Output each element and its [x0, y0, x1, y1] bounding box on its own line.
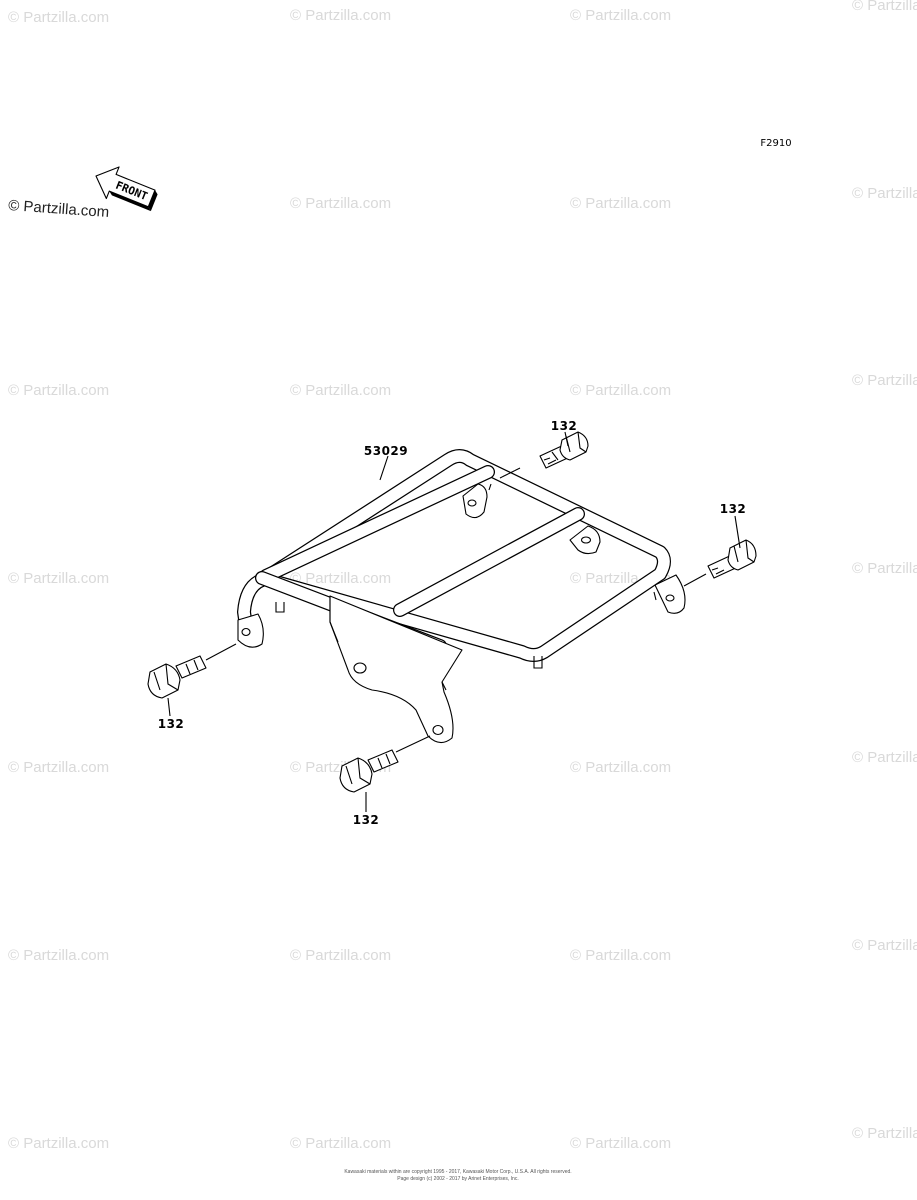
partzilla-logo-text: © Partzilla.com — [8, 197, 110, 221]
watermark: © Partzilla.com — [570, 195, 671, 212]
watermark: © Partzilla.com — [852, 1125, 917, 1142]
copyright-line-2: Page design (c) 2002 - 2017 by Arinet En… — [397, 1176, 518, 1182]
watermark: © Partzilla.com — [852, 560, 917, 577]
diagram-code: F2910 — [760, 138, 791, 149]
watermark: © Partzilla.com — [8, 382, 109, 399]
leader-lines — [167, 431, 741, 812]
watermark: © Partzilla.com — [8, 759, 109, 776]
watermark: © Partzilla.com — [852, 372, 917, 389]
watermark: © Partzilla.com — [570, 759, 671, 776]
watermark: © Partzilla.com — [290, 947, 391, 964]
watermark: © Partzilla.com — [290, 1135, 391, 1152]
watermark: © Partzilla.com — [290, 570, 391, 587]
part-label-53029: 53029 — [364, 444, 408, 458]
bolt-bottom — [339, 735, 431, 793]
watermark: © Partzilla.com — [852, 185, 917, 202]
part-label-132-top: 132 — [551, 419, 578, 433]
watermark: © Partzilla.com — [8, 9, 109, 26]
part-label-132-right: 132 — [720, 502, 747, 516]
bolt-right — [683, 539, 757, 587]
watermark-layer: © Partzilla.com © Partzilla.com © Partzi… — [8, 0, 917, 1152]
watermark: © Partzilla.com — [570, 382, 671, 399]
watermark: © Partzilla.com — [570, 1135, 671, 1152]
watermark: © Partzilla.com — [852, 749, 917, 766]
watermark: © Partzilla.com — [570, 7, 671, 24]
part-label-132-left: 132 — [158, 717, 185, 731]
carrier-rack — [237, 449, 686, 744]
watermark: © Partzilla.com — [852, 937, 917, 954]
part-label-132-bottom: 132 — [353, 813, 380, 827]
watermark: © Partzilla.com — [8, 1135, 109, 1152]
watermark: © Partzilla.com — [570, 947, 671, 964]
bolt-left — [147, 643, 237, 699]
watermark: © Partzilla.com — [8, 570, 109, 587]
watermark: © Partzilla.com — [852, 0, 917, 14]
copyright-line-1: Kawasaki materials within are copyright … — [344, 1169, 571, 1175]
watermark: © Partzilla.com — [8, 947, 109, 964]
watermark: © Partzilla.com — [290, 382, 391, 399]
watermark: © Partzilla.com — [290, 7, 391, 24]
watermark: © Partzilla.com — [290, 195, 391, 212]
front-arrow-icon: FRONT — [95, 166, 158, 212]
bolt-top — [499, 431, 589, 479]
